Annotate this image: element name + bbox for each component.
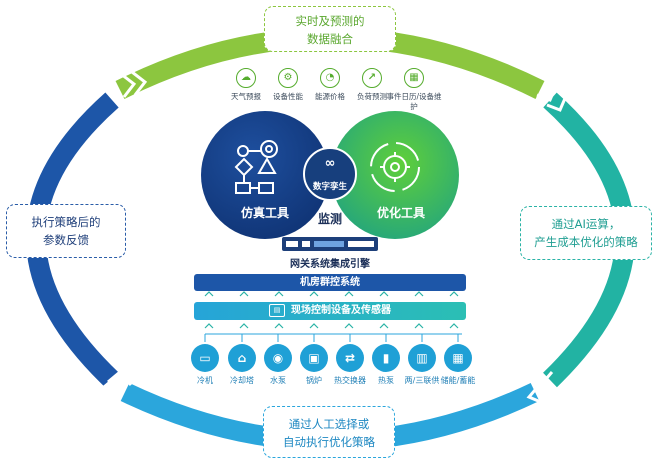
feedback-line2: 参数反馈 [43,233,89,247]
gear-icon: ⚙ [278,68,298,88]
device-storage: ▦ 储能/蓄能 [440,344,476,386]
gateway-label: 网关系统集成引擎 [290,259,370,270]
ai-strategy-line1: 通过AI运算， [551,217,621,231]
digital-twin-label: 数字孪生 [312,182,347,192]
device-cchp: ▥ 两/三联供 [404,344,440,386]
gauge-icon: ◔ [320,68,340,88]
field-devices-label: 现场控制设备及传感器 [291,305,391,316]
calendar-icon: ▦ [404,68,424,88]
device-chiller: ▭ 冷机 [187,344,223,386]
infinity-icon: ∞ [324,156,336,171]
optimization-label: 优化工具 [376,206,425,220]
device-boiler: ▣ 锅炉 [296,344,332,386]
two-three-supply-icon: ▥ [408,344,436,372]
gear-cycle-icon [370,142,420,192]
source-weather: ☁ 天气预报 [218,68,274,102]
ai-strategy-box: 通过AI运算， 产生成本优化的策略 [520,206,652,260]
source-equipment: ⚙ 设备性能 [260,68,316,102]
flowchart-icon [234,140,278,194]
monitoring-label: 监测 [317,212,342,226]
boiler-icon: ▣ [300,344,328,372]
realtime-fusion-line2: 数据融合 [307,32,353,46]
feedback-line1: 执行策略后的 [31,215,101,229]
heat-pump-icon: ▮ [372,344,400,372]
source-load: ↗ 负荷预测 [344,68,400,102]
realtime-fusion-box: 实时及预测的 数据融合 [264,6,396,52]
gateway-rack-icon [282,237,378,251]
device-bracket [204,333,462,342]
room-control-bar: 机房群控系统 [194,274,466,291]
heat-exchanger-icon: ⇄ [336,344,364,372]
device-cooling-tower: ⌂ 冷却塔 [224,344,260,386]
simulation-label: 仿真工具 [240,206,289,220]
feedback-box: 执行策略后的 参数反馈 [6,204,126,258]
cooling-tower-icon: ⌂ [228,344,256,372]
source-price: ◔ 能源价格 [302,68,358,102]
digital-twin-circle: ∞ [303,147,357,201]
source-calendar: ▦ 事件日历/设备维护 [386,68,442,112]
execute-strategy-line2: 自动执行优化策略 [283,435,375,449]
device-pump: ◉ 水泵 [260,344,296,386]
ring-chevrons [97,70,568,405]
device-heat-exchanger: ⇄ 热交换器 [332,344,368,386]
execute-strategy-line1: 通过人工选择或 [288,417,370,431]
trend-icon: ↗ [362,68,382,88]
flow-chevrons [204,291,459,329]
ai-strategy-line2: 产生成本优化的策略 [534,235,638,249]
storage-icon: ▦ [444,344,472,372]
device-heat-pump: ▮ 热泵 [368,344,404,386]
controller-icon: ▤ [269,303,285,317]
cloud-sun-icon: ☁ [236,68,256,88]
pump-icon: ◉ [264,344,292,372]
chiller-icon: ▭ [191,344,219,372]
realtime-fusion-line1: 实时及预测的 [295,14,365,28]
execute-strategy-box: 通过人工选择或 自动执行优化策略 [263,406,395,458]
field-devices-bar: ▤ 现场控制设备及传感器 [194,302,466,320]
